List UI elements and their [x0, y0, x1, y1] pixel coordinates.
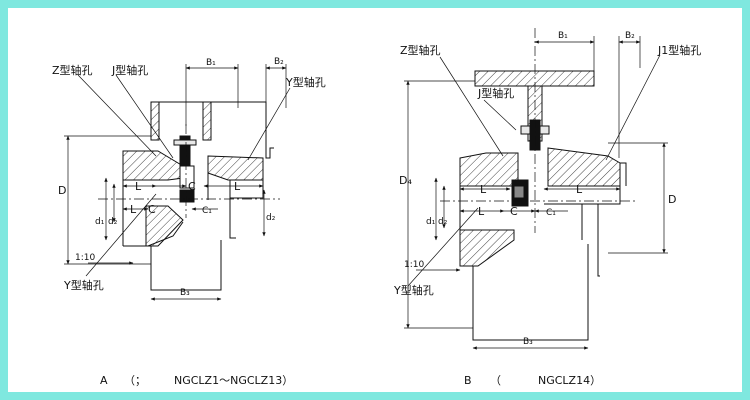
- b-label-z-bore: Z型轴孔: [400, 43, 441, 57]
- a-label-L1: L: [135, 180, 142, 193]
- b-label-B2: B₂: [625, 31, 635, 41]
- a-label-B3: B₃: [180, 288, 190, 298]
- a-label-d1: d₁: [95, 217, 105, 227]
- b-right-sleeve: [581, 204, 600, 277]
- a-label-j-bore: J型轴孔: [111, 63, 148, 77]
- a-label-B1: B₁: [206, 58, 216, 68]
- b-label-B3: B₃: [523, 337, 533, 347]
- b-right-hub-lines: [544, 162, 627, 205]
- a-label-C1: C: [188, 180, 196, 193]
- a-drum-web-right: [202, 101, 212, 141]
- b-drum-top: [474, 70, 595, 87]
- b-label-B1: B₁: [558, 31, 568, 41]
- a-lower-body: [150, 240, 222, 291]
- b-label-y-bore: Y型轴孔: [393, 283, 434, 297]
- b-left-hub-lower: [459, 229, 515, 267]
- b-label-C2: C₁: [546, 208, 556, 218]
- a-label-L2: L: [234, 180, 241, 193]
- a-label-L3: L: [130, 203, 137, 216]
- a-label-d2-right: d₂: [266, 213, 276, 223]
- a-right-hub: [207, 155, 264, 181]
- b-label-C1: C: [510, 205, 518, 218]
- b-caption-letter: B: [464, 374, 472, 387]
- a-drum-web-left: [150, 101, 160, 141]
- b-left-hub: [459, 152, 519, 187]
- a-label-D: D: [58, 184, 66, 197]
- b-label-j1-bore: J1型轴孔: [657, 43, 701, 57]
- b-label-taper: 1:10: [404, 260, 424, 270]
- b-pin-core: [513, 185, 525, 199]
- b-label-d1: d₁: [426, 217, 436, 227]
- a-caption-letter: A: [100, 374, 108, 387]
- b-label-L3: L: [478, 205, 485, 218]
- a-label-y-bore-top: Y型轴孔: [285, 75, 326, 89]
- b-caption-paren: （: [490, 374, 501, 387]
- a-drum-outline: [150, 101, 212, 140]
- a-bolt-head: [173, 139, 197, 146]
- b-lower-body: [472, 244, 589, 341]
- b-caption-model: NGCLZ14）: [538, 374, 601, 387]
- b-right-hub: [547, 147, 621, 187]
- a-label-C2: C: [148, 203, 156, 216]
- b-label-D4: D₄: [399, 174, 412, 187]
- a-rim: [211, 101, 274, 159]
- a-left-hub: [122, 150, 184, 181]
- a-label-C3: C₁: [202, 206, 212, 216]
- drawing-sheet: D d₁ d₂ d₂ L C L L C C₁ B₁ B₂ B₃: [8, 8, 742, 392]
- a-label-taper: 1:10: [75, 253, 95, 263]
- b-label-L2: L: [576, 183, 583, 196]
- b-label-d2: d₂: [438, 217, 448, 227]
- b-label-L1: L: [480, 183, 487, 196]
- a-label-B2: B₂: [274, 57, 284, 67]
- b-label-j-bore: J型轴孔: [477, 86, 514, 100]
- b-label-D: D: [668, 193, 676, 206]
- coupling-drawings: D d₁ d₂ d₂ L C L L C C₁ B₁ B₂ B₃: [52, 28, 701, 387]
- a-left-hub-lower-hatch: [145, 205, 184, 247]
- a-pin: [179, 165, 195, 189]
- a-label-d2-left: d₂: [108, 217, 118, 227]
- diagram-a: D d₁ d₂ d₂ L C L L C C₁ B₁ B₂ B₃: [52, 57, 326, 387]
- a-label-y-bore-bottom: Y型轴孔: [63, 278, 104, 292]
- a-caption-paren: （；: [124, 374, 146, 387]
- diagram-b: D₄ D d₁ d₂ L L L C C₁ B₁ B₂ B₃: [393, 28, 701, 387]
- a-label-z-bore: Z型轴孔: [52, 63, 93, 77]
- a-caption-model: NGCLZ1～NGCLZ13）: [174, 374, 293, 387]
